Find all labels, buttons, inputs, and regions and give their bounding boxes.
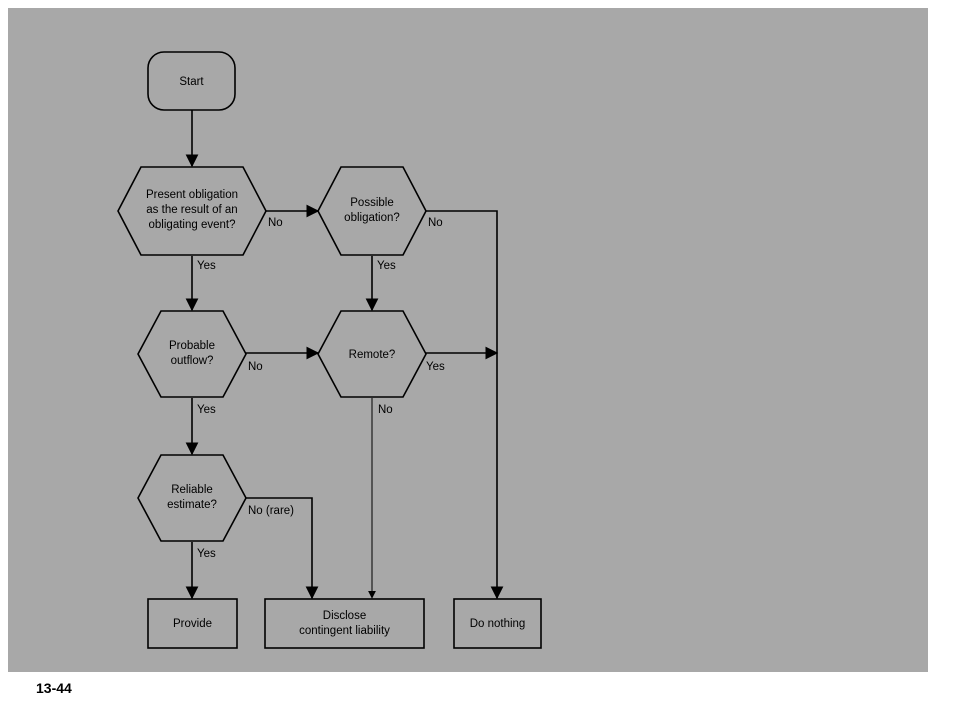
node-possible-obligation: Possible obligation? bbox=[317, 166, 427, 256]
node-present-obligation: Present obligation as the result of an o… bbox=[117, 166, 267, 256]
node-disclose-line-1: Disclose bbox=[323, 610, 366, 622]
node-start: Start bbox=[147, 51, 236, 111]
node-present-obligation-line-3: obligating event? bbox=[149, 219, 236, 231]
diagram-panel: Start Present obligation as the result o… bbox=[8, 8, 928, 672]
edge-label-remote-no: No bbox=[378, 404, 393, 416]
edge-labels: No Yes No Yes No Yes Yes No No (rare) Ye… bbox=[197, 217, 445, 560]
edge-label-possible-yes: Yes bbox=[377, 260, 396, 272]
edge-label-possible-no: No bbox=[428, 217, 443, 229]
node-provide: Provide bbox=[147, 598, 238, 649]
node-reliable-estimate-line-1: Reliable bbox=[171, 484, 213, 496]
node-probable-outflow-line-1: Probable bbox=[169, 340, 215, 352]
flowchart: Start Present obligation as the result o… bbox=[117, 51, 542, 649]
edge-label-remote-yes: Yes bbox=[426, 361, 445, 373]
edge-label-probable-no: No bbox=[248, 361, 263, 373]
node-start-label: Start bbox=[179, 76, 204, 88]
node-probable-outflow-line-2: outflow? bbox=[171, 355, 214, 367]
node-possible-obligation-line-2: obligation? bbox=[344, 212, 400, 224]
edge-label-reliable-yes: Yes bbox=[197, 548, 216, 560]
edge-label-probable-yes: Yes bbox=[197, 404, 216, 416]
edge-label-present-no: No bbox=[268, 217, 283, 229]
node-probable-outflow: Probable outflow? bbox=[137, 310, 247, 398]
edge-reliable-no-to-disclose bbox=[245, 497, 319, 600]
node-disclose-line-2: contingent liability bbox=[299, 625, 390, 637]
node-remote-label: Remote? bbox=[349, 349, 396, 361]
node-present-obligation-line-1: Present obligation bbox=[146, 189, 238, 201]
edge-possible-no-to-do-nothing bbox=[425, 210, 504, 600]
node-disclose: Disclose contingent liability bbox=[264, 598, 425, 649]
slide-number: 13-44 bbox=[36, 680, 72, 696]
edge-label-present-yes: Yes bbox=[197, 260, 216, 272]
node-provide-label: Provide bbox=[173, 618, 212, 630]
node-remote: Remote? bbox=[317, 310, 427, 398]
node-reliable-estimate: Reliable estimate? bbox=[137, 454, 247, 542]
connectors bbox=[185, 110, 504, 600]
node-possible-obligation-line-1: Possible bbox=[350, 197, 393, 209]
node-do-nothing: Do nothing bbox=[453, 598, 542, 649]
node-do-nothing-label: Do nothing bbox=[470, 618, 526, 630]
node-present-obligation-line-2: as the result of an bbox=[146, 204, 237, 216]
node-reliable-estimate-line-2: estimate? bbox=[167, 499, 217, 511]
edge-label-reliable-no: No (rare) bbox=[248, 505, 294, 517]
